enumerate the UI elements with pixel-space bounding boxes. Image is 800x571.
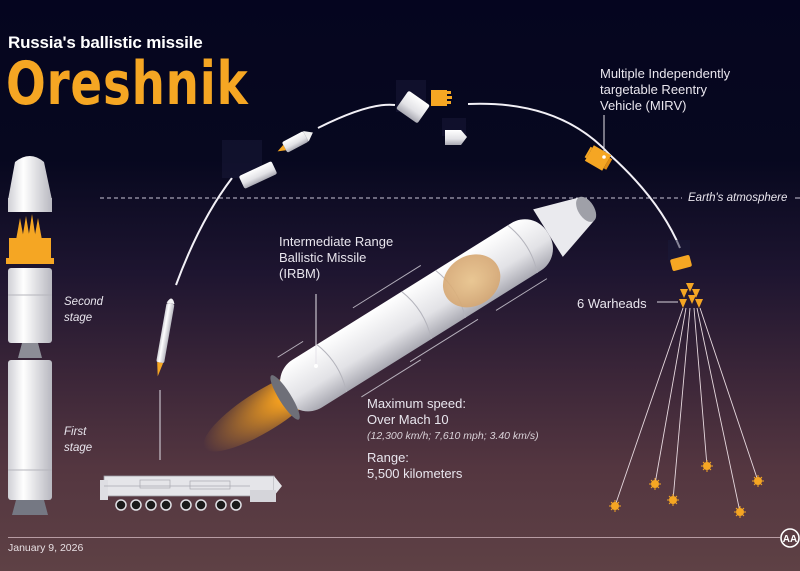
page-title: Oreshnik [6,49,249,119]
mirv-label-line-1: Multiple Independently [600,66,731,81]
aa-logo-icon: AA [780,528,800,548]
first-stage-label: First stage [64,424,92,456]
second-stage-line-1: Second [64,296,104,308]
speed-label: Maximum speed: [367,396,466,411]
second-stage-line-2: stage [64,312,93,324]
range-label: Range: [367,450,409,465]
speed-value: Over Mach 10 [367,412,449,427]
launcher-truck [100,475,282,511]
footer-divider [8,537,780,538]
irbm-label-line-2: Ballistic Missile [279,250,367,265]
mirv-label-line-3: Vehicle (MIRV) [600,98,687,113]
mirv-label: Multiple Independently targetable Reentr… [600,66,730,114]
subtitle: Russia's ballistic missile [8,33,203,52]
svg-text:AA: AA [783,534,797,545]
range-value: 5,500 kilometers [367,466,463,481]
irbm-label-line-3: (IRBM) [279,266,321,281]
irbm-label-line-1: Intermediate Range [279,234,394,249]
second-stage-label: Second stage [64,294,103,326]
atmosphere-label: Earth's atmosphere [688,192,788,204]
speed-detail: (12,300 km/h; 7,610 mph; 3.40 km/s) [367,430,539,442]
first-stage-line-2: stage [64,442,93,454]
specs-block: Maximum speed: Over Mach 10 (12,300 km/h… [367,396,539,482]
warheads-label: 6 Warheads [577,296,647,311]
irbm-label: Intermediate Range Ballistic Missile (IR… [279,234,393,282]
publish-date: January 9, 2026 [8,542,84,554]
stacked-missile [6,156,54,515]
mirv-label-line-2: targetable Reentry [600,82,707,97]
first-stage-line-1: First [64,426,87,438]
